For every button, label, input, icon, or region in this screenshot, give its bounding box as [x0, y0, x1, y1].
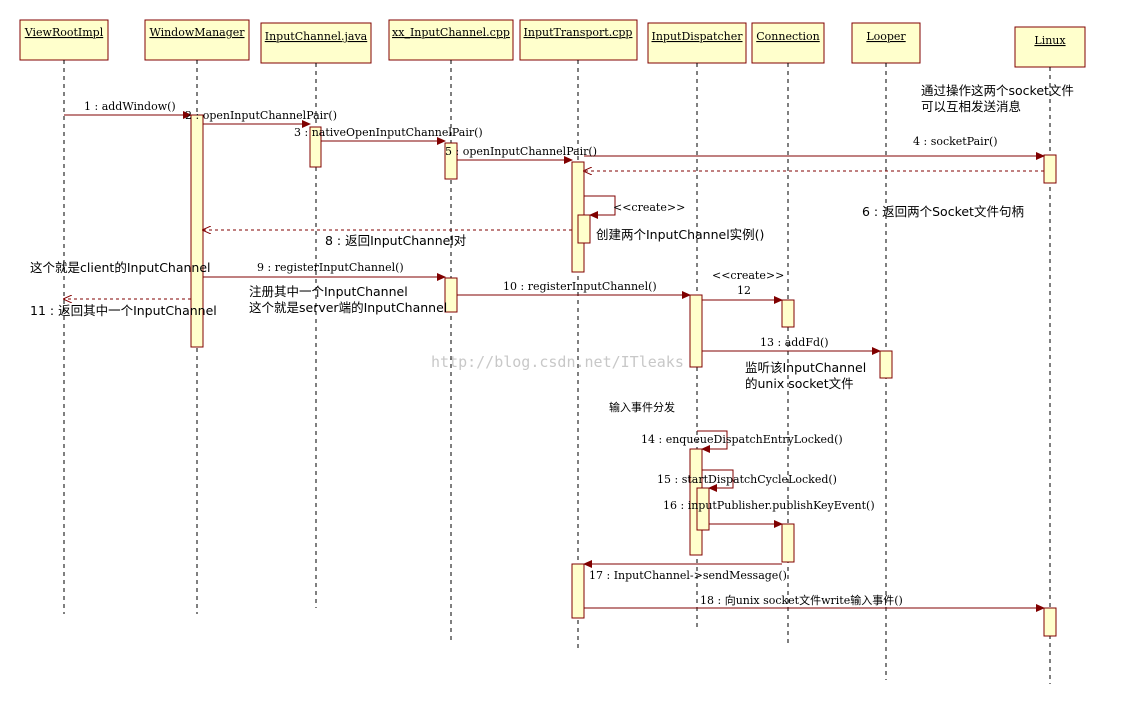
- participant-linux: Linux: [1014, 26, 1086, 68]
- message-11-label: 11 : 返回其中一个InputChannel: [30, 303, 217, 318]
- message-15-selfcall: [702, 469, 734, 492]
- message-lines: [64, 111, 1045, 612]
- participant-label: Connection: [756, 30, 820, 43]
- message-17-label: 17 : InputChannel->sendMessage(): [589, 569, 787, 582]
- message-18-label: 18 : 向unix socket文件write输入事件(): [700, 593, 903, 607]
- activation-connection-2: [781, 523, 795, 563]
- message-9-label: 9 : registerInputChannel(): [257, 261, 404, 274]
- message-10-label: 10 : registerInputChannel(): [503, 280, 657, 293]
- activation-linux-2: [1043, 607, 1057, 637]
- activation-bars: [190, 114, 1057, 637]
- message-8-label: 8 : 返回InputChannel对: [325, 233, 466, 248]
- note-looper-line1: 监听该InputChannel: [745, 360, 866, 375]
- message-12-label: 12: [737, 284, 751, 297]
- message-7-selfcall: [584, 195, 616, 219]
- note-dispatch: 输入事件分发: [609, 400, 675, 414]
- participant-label: ViewRootImpl: [24, 26, 104, 39]
- note-linux-line2: 可以互相发送消息: [921, 99, 1021, 114]
- participant-viewrootimpl: ViewRootImpl: [19, 19, 109, 61]
- activation-connection-1: [781, 299, 795, 328]
- activation-inputdispatcher-1: [689, 294, 703, 368]
- participant-inputtransport-cpp: InputTransport.cpp: [519, 19, 638, 61]
- message-3-label: 3 : nativeOpenInputChannelPair(): [294, 126, 483, 139]
- create-stereotype: <<create>>: [613, 201, 685, 214]
- participant-looper: Looper: [851, 22, 921, 64]
- note-server-line1: 注册其中一个InputChannel: [249, 284, 408, 299]
- message-13-label: 13 : addFd(): [760, 336, 829, 349]
- message-4-label: 4 : socketPair(): [913, 135, 998, 148]
- activation-inputtransport-nested: [577, 214, 591, 244]
- participant-label: InputChannel.java: [265, 30, 368, 43]
- participant-xx-inputchannel-cpp: xx_InputChannel.cpp: [388, 19, 514, 61]
- activation-inputdispatcher-nested: [696, 487, 710, 531]
- participant-label: InputDispatcher: [652, 30, 744, 43]
- note-server-line2: 这个就是server端的InputChannel: [249, 300, 447, 315]
- watermark: http://blog.csdn.net/ITleaks: [431, 353, 684, 371]
- note-looper-line2: 的unix socket文件: [745, 376, 854, 391]
- note-client-inputchannel: 这个就是client的InputChannel: [30, 260, 211, 275]
- message-14-label: 14 : enqueueDispatchEntryLocked(): [641, 433, 843, 446]
- message-2-label: 2 : openInputChannelPair(): [185, 109, 337, 122]
- participant-label: WindowManager: [149, 26, 245, 39]
- activation-looper: [879, 350, 893, 379]
- activation-inputchannel-java: [309, 126, 322, 168]
- activation-inputtransport-2: [571, 563, 585, 619]
- message-16-label: 16 : inputPublisher.publishKeyEvent(): [663, 499, 875, 512]
- message-15-label: 15 : startDispatchCycleLocked(): [657, 473, 837, 486]
- participant-windowmanager: WindowManager: [144, 19, 250, 61]
- participant-label: Looper: [866, 30, 906, 43]
- participant-label: xx_InputChannel.cpp: [392, 26, 510, 39]
- participant-inputdispatcher: InputDispatcher: [647, 22, 747, 64]
- create-stereotype: <<create>>: [712, 269, 784, 282]
- participant-connection: Connection: [751, 22, 825, 64]
- message-1-label: 1 : addWindow(): [84, 100, 176, 113]
- participant-inputchannel-java: InputChannel.java: [260, 22, 372, 64]
- note-linux-line1: 通过操作这两个socket文件: [921, 83, 1074, 98]
- message-6-label: 6 : 返回两个Socket文件句柄: [862, 204, 1024, 219]
- participant-label: InputTransport.cpp: [524, 26, 633, 39]
- activation-xx-cpp-1: [444, 142, 458, 180]
- message-7-label: 创建两个InputChannel实例(): [596, 227, 764, 242]
- activation-linux-1: [1043, 154, 1057, 184]
- participant-label: Linux: [1034, 34, 1066, 47]
- message-5-label: 5 : openInputChannelPair(): [445, 145, 597, 158]
- message-14-selfcall: [697, 430, 728, 453]
